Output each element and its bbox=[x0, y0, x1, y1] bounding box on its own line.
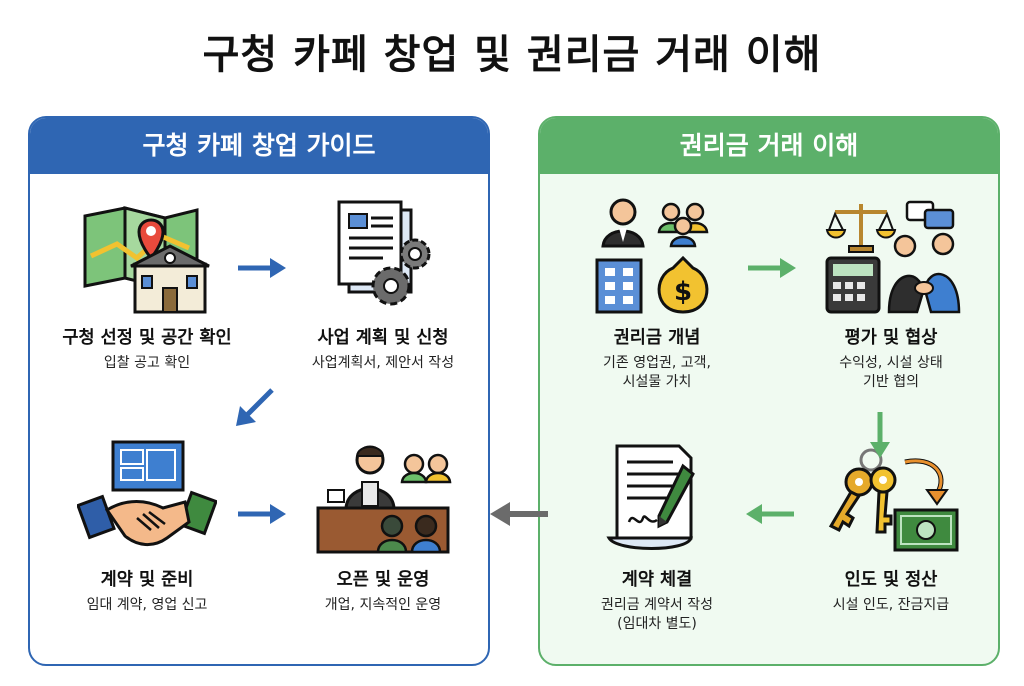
cafe-startup-guide-panel: 구청 카페 창업 가이드 bbox=[28, 116, 490, 666]
step-desc-line1: 기존 영업권, 고객, bbox=[603, 355, 711, 371]
keys-cash-icon bbox=[828, 448, 959, 552]
arrow-right-icon bbox=[238, 504, 286, 524]
step-title: 계약 체결 bbox=[621, 570, 693, 590]
step-district-selection: 구청 선정 및 공간 확인 입찰 공고 확인 bbox=[42, 196, 252, 373]
step-title: 권리금 개념 bbox=[613, 328, 701, 348]
step-title: 사업 계획 및 신청 bbox=[317, 328, 449, 348]
arrow-left-icon bbox=[746, 504, 794, 524]
step-business-plan: 사업 계획 및 신청 사업계획서, 제안서 작성 bbox=[278, 196, 488, 373]
blueprint-handshake-icon bbox=[77, 440, 217, 546]
step-evaluation-negotiation: 평가 및 협상 수익성, 시설 상태 기반 협의 bbox=[786, 196, 996, 392]
step-title: 평가 및 협상 bbox=[844, 328, 938, 348]
step-desc: 입찰 공고 확인 bbox=[103, 355, 191, 371]
arrow-down-icon bbox=[870, 412, 890, 458]
step-handover-settlement: 인도 및 정산 시설 인도, 잔금지급 bbox=[786, 438, 996, 615]
arrow-down-left-icon bbox=[236, 388, 274, 426]
cafe-startup-guide-header: 구청 카페 창업 가이드 bbox=[30, 118, 488, 174]
step-desc: 개업, 지속적인 운영 bbox=[324, 597, 442, 613]
page-title: 구청 카페 창업 및 권리금 거래 이해 bbox=[202, 32, 822, 78]
step-open-operate: 오픈 및 운영 개업, 지속적인 운영 bbox=[278, 438, 488, 615]
arrow-right-icon bbox=[748, 258, 796, 278]
contract-pen-icon bbox=[606, 444, 695, 550]
step-key-money-concept: $ 권리금 개념 기존 영업권, 고객, 시설물 가치 bbox=[552, 196, 762, 392]
step-desc: 임대 계약, 영업 신고 bbox=[86, 597, 208, 613]
step-desc-line2: 기반 협의 bbox=[863, 374, 919, 390]
step-desc: 사업계획서, 제안서 작성 bbox=[311, 355, 455, 371]
step-contract-signing: 계약 체결 권리금 계약서 작성 (임대차 별도) bbox=[552, 438, 762, 634]
step-desc-line2: (임대차 별도) bbox=[617, 616, 697, 632]
arrow-right-icon bbox=[238, 258, 286, 278]
step-desc-line2: 시설물 가치 bbox=[622, 374, 692, 390]
step-title: 인도 및 정산 bbox=[844, 570, 938, 590]
step-desc-line1: 시설 인도, 잔금지급 bbox=[832, 597, 950, 613]
barista-customers-icon bbox=[316, 445, 452, 554]
arrow-left-gray-icon bbox=[490, 502, 548, 526]
key-money-header: 권리금 거래 이해 bbox=[540, 118, 998, 174]
step-desc-line1: 수익성, 시설 상태 bbox=[839, 355, 943, 371]
step-desc-line1: 권리금 계약서 작성 bbox=[601, 597, 713, 613]
scales-calculator-handshake-icon bbox=[825, 200, 961, 314]
step-contract-prep: 계약 및 준비 임대 계약, 영업 신고 bbox=[42, 438, 252, 615]
step-title: 구청 선정 및 공간 확인 bbox=[62, 328, 232, 348]
document-gears-icon bbox=[337, 200, 431, 306]
svg-text:$: $ bbox=[674, 277, 692, 307]
people-building-money-icon: $ bbox=[595, 198, 709, 314]
map-pin-building-icon bbox=[83, 206, 210, 314]
step-title: 계약 및 준비 bbox=[100, 570, 194, 590]
step-title: 오픈 및 운영 bbox=[336, 570, 430, 590]
